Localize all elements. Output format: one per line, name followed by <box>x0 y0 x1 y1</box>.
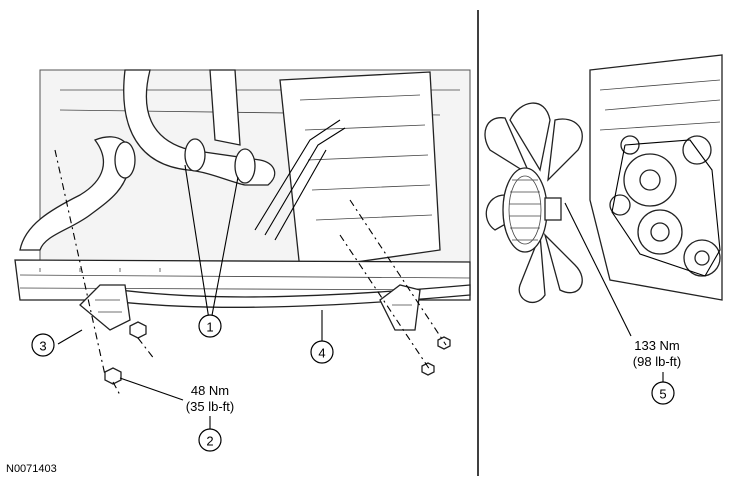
callout-number: 2 <box>206 434 213 449</box>
torque-imperial: (35 lb-ft) <box>186 399 234 414</box>
torque-imperial: (98 lb-ft) <box>633 354 681 369</box>
callout-number: 3 <box>39 339 46 354</box>
figure-code: N0071403 <box>6 463 57 475</box>
callout-2: 2 <box>198 428 222 452</box>
engine-bay-illustration <box>14 69 471 396</box>
callout-1: 1 <box>198 314 222 338</box>
fan-clutch-illustration <box>484 54 723 304</box>
callout-number: 5 <box>659 387 666 402</box>
torque-metric: 48 Nm <box>191 383 229 398</box>
torque-spec-133: 133 Nm (98 lb-ft) <box>633 338 681 369</box>
callout-number: 1 <box>206 320 213 335</box>
callout-4: 4 <box>310 340 334 364</box>
callout-3: 3 <box>31 333 55 357</box>
torque-metric: 133 Nm <box>634 338 680 353</box>
callout-5: 5 <box>651 381 675 405</box>
callout-number: 4 <box>318 346 325 361</box>
torque-spec-48: 48 Nm (35 lb-ft) <box>186 383 234 414</box>
leader-lines <box>57 164 664 440</box>
